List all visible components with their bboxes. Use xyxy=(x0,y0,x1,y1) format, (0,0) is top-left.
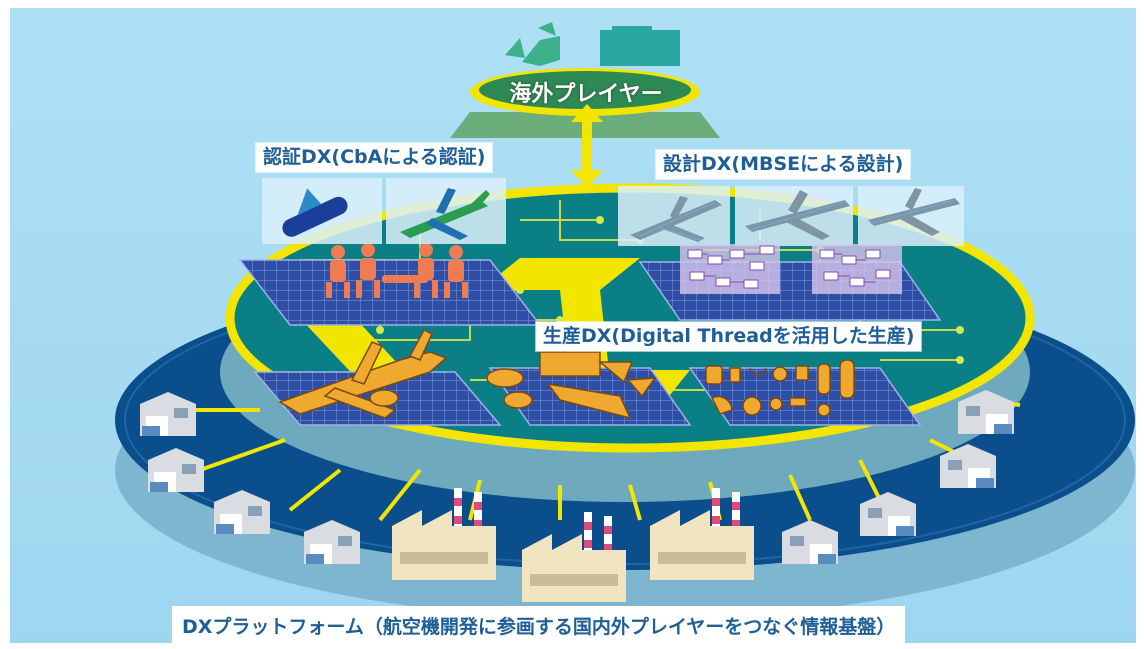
certification-dx-label: 認証DX(CbAによる認証) xyxy=(256,143,493,172)
mbse-model-blocks xyxy=(680,244,902,294)
bidirectional-arrow xyxy=(571,104,603,188)
factories xyxy=(392,488,754,602)
cert-image-cards xyxy=(262,178,506,244)
dx-platform-caption: DXプラットフォーム（航空機開発に参画する国内外プレイヤーをつなぐ情報基盤） xyxy=(172,606,906,645)
design-dx-label: 設計DX(MBSEによる設計) xyxy=(656,150,911,179)
aircraft-parts xyxy=(486,351,657,420)
aircraft-assembly xyxy=(278,329,448,419)
supplier-warehouses xyxy=(140,390,1014,564)
cert-solar-panel xyxy=(238,259,542,326)
overseas-players-label: 海外プレイヤー xyxy=(509,82,663,107)
overseas-players-island xyxy=(450,22,720,138)
meeting-people-icon xyxy=(326,243,468,298)
production-dx-label: 生産DX(Digital Threadを活用した生産) xyxy=(536,322,922,351)
aircraft-icon xyxy=(400,188,490,240)
small-parts xyxy=(705,359,855,417)
design-image-cards xyxy=(618,186,964,246)
